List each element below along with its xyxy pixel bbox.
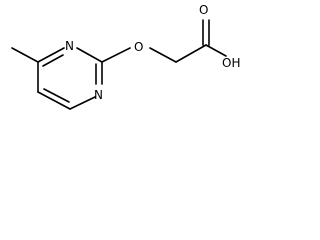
bond-c4-n3-inner bbox=[42, 54, 64, 67]
bond-n3-c2 bbox=[76, 47, 103, 63]
bond-methyl bbox=[11, 47, 39, 63]
bond-c-oh bbox=[205, 44, 227, 57]
molecule-svg: N N O O OH bbox=[11, 3, 240, 110]
bond-c2-o bbox=[101, 47, 131, 63]
atom-n-top: N bbox=[65, 39, 74, 53]
bond-n1-c6 bbox=[69, 96, 96, 110]
bond-c6-c5-inner bbox=[43, 88, 70, 103]
atom-o-carbonyl: O bbox=[199, 3, 208, 17]
atom-oh: OH bbox=[222, 56, 240, 70]
structure-diagram: N N O O OH bbox=[0, 0, 264, 134]
bond-ch2-cooh bbox=[175, 44, 207, 63]
atom-o-ether: O bbox=[134, 40, 143, 54]
atom-n-bottom: N bbox=[94, 88, 103, 102]
bond-o-ch2 bbox=[149, 47, 177, 63]
bond-c6-c5 bbox=[37, 91, 71, 110]
bond-c4-n3 bbox=[37, 47, 65, 63]
